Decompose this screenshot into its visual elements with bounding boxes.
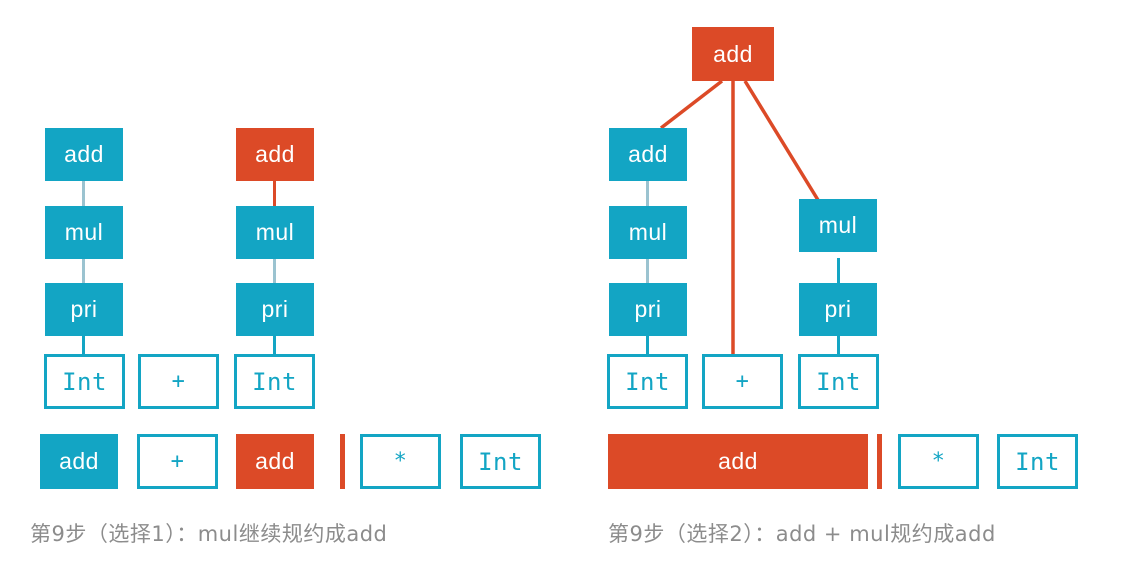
- node-int-col3[interactable]: Int: [234, 354, 315, 409]
- node-root-add-right[interactable]: add: [692, 27, 774, 81]
- token-add-left-2[interactable]: add: [236, 434, 314, 489]
- edge-col1-pri-int: [82, 334, 85, 356]
- token-separator-right: [877, 434, 882, 489]
- token-plus-left[interactable]: +: [137, 434, 218, 489]
- node-r-mul-col3[interactable]: mul: [799, 199, 877, 252]
- token-int-left[interactable]: Int: [460, 434, 541, 489]
- node-r-pri-col1[interactable]: pri: [609, 283, 687, 336]
- edge-r-col3-mul-pri: [837, 258, 840, 288]
- node-r-pri-col3[interactable]: pri: [799, 283, 877, 336]
- node-mul-col1[interactable]: mul: [45, 206, 123, 259]
- edge-root-to-left-add: [659, 79, 724, 130]
- edge-r-col1-pri-int: [646, 334, 649, 356]
- node-add-col3[interactable]: add: [236, 128, 314, 181]
- edge-col1-add-mul: [82, 180, 85, 210]
- node-mul-col3[interactable]: mul: [236, 206, 314, 259]
- node-r-int-col1[interactable]: Int: [607, 354, 688, 409]
- edge-r-col1-mul-pri: [646, 258, 649, 288]
- edge-col3-mul-pri: [273, 258, 276, 288]
- edge-root-to-right-mul: [743, 80, 820, 201]
- node-int-col1[interactable]: Int: [44, 354, 125, 409]
- token-add-left-1[interactable]: add: [40, 434, 118, 489]
- node-plus-col2[interactable]: +: [138, 354, 219, 409]
- caption-right: 第9步（选择2）：add + mul规约成add: [608, 522, 996, 546]
- token-add-right[interactable]: add: [608, 434, 868, 489]
- token-star-right[interactable]: *: [898, 434, 979, 489]
- node-add-col1[interactable]: add: [45, 128, 123, 181]
- token-separator-left: [340, 434, 345, 489]
- node-r-int-col3[interactable]: Int: [798, 354, 879, 409]
- edge-r-col1-add-mul: [646, 180, 649, 210]
- edge-col1-mul-pri: [82, 258, 85, 288]
- node-pri-col1[interactable]: pri: [45, 283, 123, 336]
- token-int-right[interactable]: Int: [997, 434, 1078, 489]
- edge-col3-add-mul: [273, 180, 276, 210]
- node-pri-col3[interactable]: pri: [236, 283, 314, 336]
- node-r-plus-col2[interactable]: +: [702, 354, 783, 409]
- edge-r-col3-pri-int: [837, 334, 840, 356]
- caption-left: 第9步（选择1）：mul继续规约成add: [30, 522, 388, 546]
- edge-col3-pri-int: [273, 334, 276, 356]
- node-r-mul-col1[interactable]: mul: [609, 206, 687, 259]
- node-r-add-col1[interactable]: add: [609, 128, 687, 181]
- token-star-left[interactable]: *: [360, 434, 441, 489]
